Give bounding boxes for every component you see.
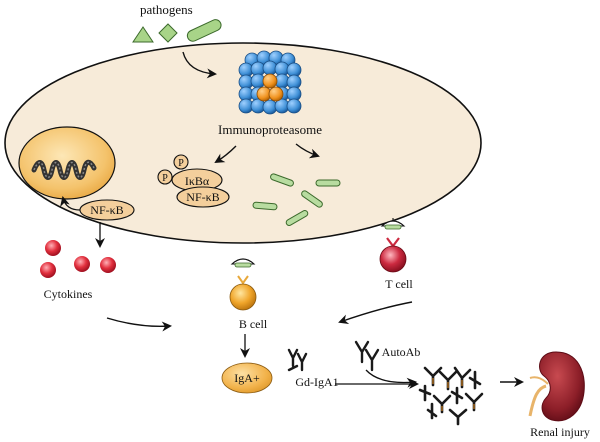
- phosphate-node: [157, 169, 173, 185]
- nfkb-complex-node: [176, 186, 230, 208]
- pathogens-group: pathogens: [132, 2, 222, 43]
- renal-injury-label: Renal injury: [530, 425, 590, 439]
- immunoproteasome-icon: [238, 50, 302, 115]
- gd-iga1-antibodies-icon: [287, 348, 308, 372]
- t-cell-receptor-icon: [386, 237, 400, 248]
- cell-membrane: [4, 42, 482, 244]
- t-cell-label: T cell: [385, 277, 413, 291]
- nfkb-complex-label: NF-κB: [186, 190, 219, 204]
- peptide-icon: [315, 179, 341, 187]
- pathogens-label: pathogens: [140, 2, 193, 17]
- immunoproteasome-label: Immunoproteasome: [218, 122, 322, 137]
- autoab-icon: [354, 340, 380, 372]
- immune-complex-icon: [418, 366, 484, 426]
- ikba-label: IκBα: [185, 174, 210, 188]
- arrow-to-nfkb-complex: [214, 145, 237, 164]
- kidney-icon: [528, 351, 585, 422]
- phosphate-label-2: P: [178, 158, 184, 169]
- autoab-label: AutoAb: [382, 345, 421, 359]
- nucleus: [18, 126, 116, 200]
- nfkb-to-nucleus-arrow: [60, 196, 81, 211]
- pathogen-rod-icon: [186, 19, 222, 42]
- gd-iga1-label: Gd-IgA1: [295, 375, 338, 389]
- peptide-icon: [270, 173, 294, 187]
- complex-highlight: [432, 378, 475, 411]
- iga-plasma-cell: [221, 362, 273, 394]
- cytokines-to-bcell-arrow: [106, 317, 172, 332]
- dna-strand: [33, 161, 95, 179]
- t-cell-receptor: [380, 218, 406, 230]
- cytokine-icon: [45, 240, 61, 256]
- phosphate-node: [173, 154, 189, 170]
- cytokines-group: [40, 240, 116, 278]
- cytokines-label: Cytokines: [44, 287, 93, 301]
- b-cell-antibody-receptor-icon: [237, 275, 249, 285]
- peptide-icon: [301, 190, 323, 208]
- cytokine-icon: [100, 257, 116, 273]
- phosphate-label-1: P: [162, 173, 168, 184]
- pathogen-entry-arrow: [182, 51, 217, 79]
- b-cell: [229, 283, 257, 311]
- pathogen-diamond-icon: [158, 23, 178, 43]
- nfkb-ikba-complex: IκBα NF-κB P P: [157, 154, 230, 208]
- peptide-icon: [285, 210, 309, 226]
- cytokine-icon: [40, 262, 56, 278]
- pathogen-triangle-icon: [132, 26, 154, 43]
- b-cell-receptor: [230, 258, 256, 268]
- arrow-to-peptides: [295, 143, 320, 159]
- peptide-icon: [252, 201, 278, 211]
- b-cell-label: B cell: [239, 317, 268, 331]
- cytokine-icon: [74, 256, 90, 272]
- tcell-to-bcell-arrow: [338, 301, 413, 325]
- iga-label: IgA+: [234, 371, 260, 385]
- t-cell: [379, 245, 407, 273]
- nfkb-label: NF-κB: [90, 203, 123, 217]
- autoab-to-complex-arrow: [365, 369, 417, 388]
- peptide-fragments: [252, 173, 341, 226]
